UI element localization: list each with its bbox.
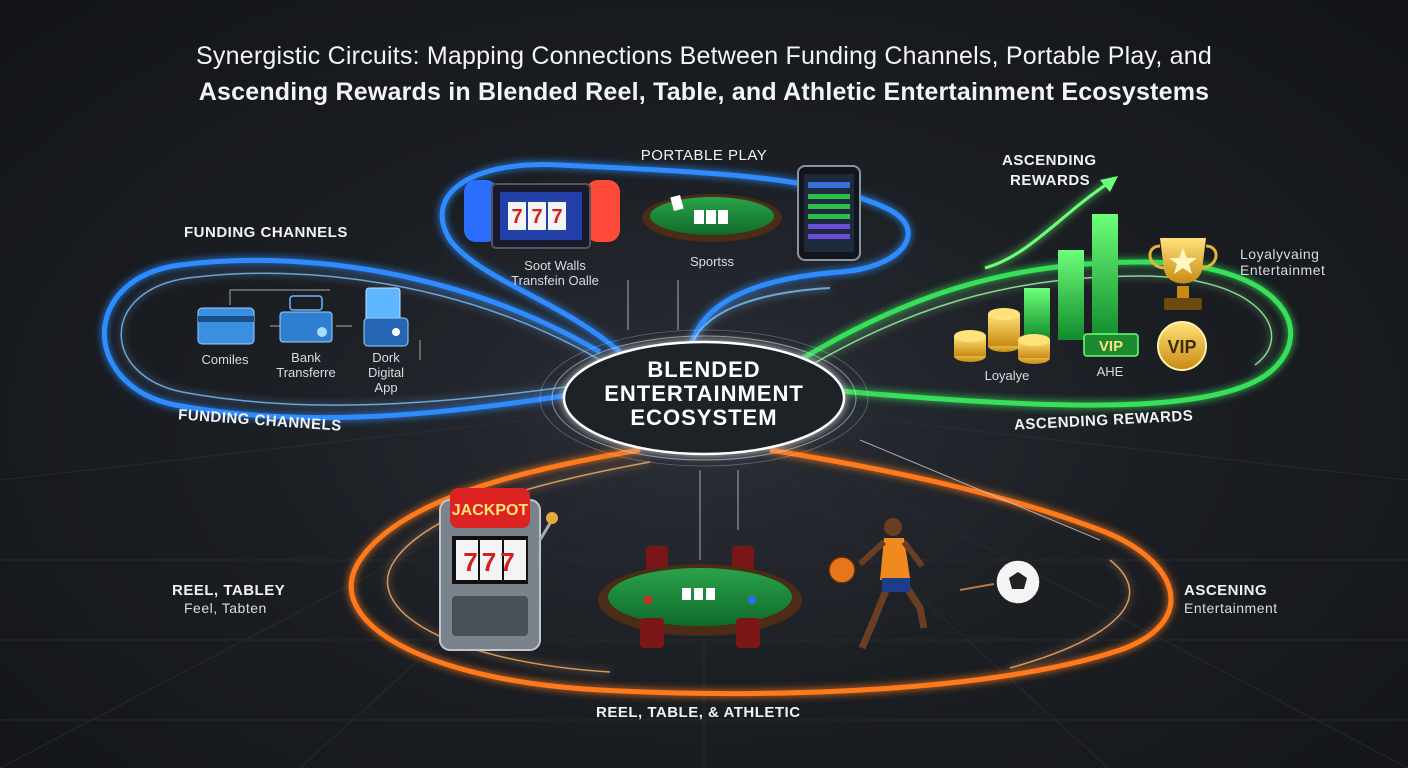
portable-play-label: PORTABLE PLAY xyxy=(641,147,768,164)
title-line-1: Synergistic Circuits: Mapping Connection… xyxy=(196,42,1212,70)
center-line-2: ENTERTAINMENT xyxy=(604,381,804,406)
center-line-1: BLENDED xyxy=(647,357,761,382)
reel-right-label-2: Entertainment xyxy=(1184,600,1278,616)
bar-chart-icon xyxy=(984,176,1118,340)
reel-bottom-label: REEL, TABLE, & ATHLETIC xyxy=(596,704,801,721)
title-line-2: Ascending Rewards in Blended Reel, Table… xyxy=(198,78,1210,106)
bank-transfer-icon xyxy=(279,295,333,343)
portable-caption-sports: Sportss xyxy=(690,254,735,269)
center-label: BLENDED ENTERTAINMENT ECOSYSTEM xyxy=(566,348,842,452)
connector-lines xyxy=(229,280,1101,560)
card-table-icon xyxy=(598,546,802,648)
jackpot-text: JACKPOT xyxy=(452,502,529,519)
rewards-vip-label: AHE xyxy=(1096,364,1124,379)
funding-item-card: Comiles xyxy=(201,352,249,367)
soccer-ball-icon xyxy=(959,559,1041,605)
funding-item-bank: Bank Transferre xyxy=(276,350,336,380)
handheld-console-icon: 7 7 7 xyxy=(464,180,620,249)
rewards-coins-label: Loyalye xyxy=(984,368,1030,383)
portable-caption-wallets: Soot Walls Transfein Oalle xyxy=(511,258,599,288)
rewards-side-2: Entertainmet xyxy=(1240,262,1326,278)
center-line-3: ECOSYSTEM xyxy=(630,405,778,430)
svg-text:7: 7 xyxy=(531,206,542,228)
funding-loop xyxy=(101,257,602,421)
reel-right-label-1: ASCENING xyxy=(1184,582,1268,599)
rewards-label-top-2: REWARDS xyxy=(1010,172,1091,189)
vip-badge-icon: VIP VIP xyxy=(1083,321,1207,371)
funding-label-top: FUNDING CHANNELS xyxy=(184,224,348,241)
reel-left-label-2: Feel, Tabten xyxy=(184,600,267,616)
digital-wallet-icon xyxy=(363,287,409,347)
smartphone-icon xyxy=(797,165,861,261)
basketball-player-icon xyxy=(828,518,928,650)
trophy-icon xyxy=(1148,238,1218,310)
vip-ribbon-text: VIP xyxy=(1099,338,1123,355)
poker-table-icon xyxy=(642,194,782,242)
reels-text: 777 xyxy=(463,547,518,577)
coins-icon xyxy=(954,308,1050,364)
reel-table-loop xyxy=(348,447,1174,697)
svg-text:7: 7 xyxy=(551,206,562,228)
reel-left-label-1: REEL, TABLEY xyxy=(172,582,286,599)
rewards-side-1: Loyalyvaing xyxy=(1240,246,1320,262)
svg-text:7: 7 xyxy=(511,206,522,228)
vip-badge-text: VIP xyxy=(1167,337,1196,357)
center-hub xyxy=(504,320,904,480)
credit-card-icon xyxy=(197,307,255,345)
funding-item-digital: Dork Digital App xyxy=(367,350,405,395)
slot-machine-icon: JACKPOT 777 xyxy=(439,488,558,651)
rewards-label-top-1: ASCENDING xyxy=(1002,152,1097,169)
